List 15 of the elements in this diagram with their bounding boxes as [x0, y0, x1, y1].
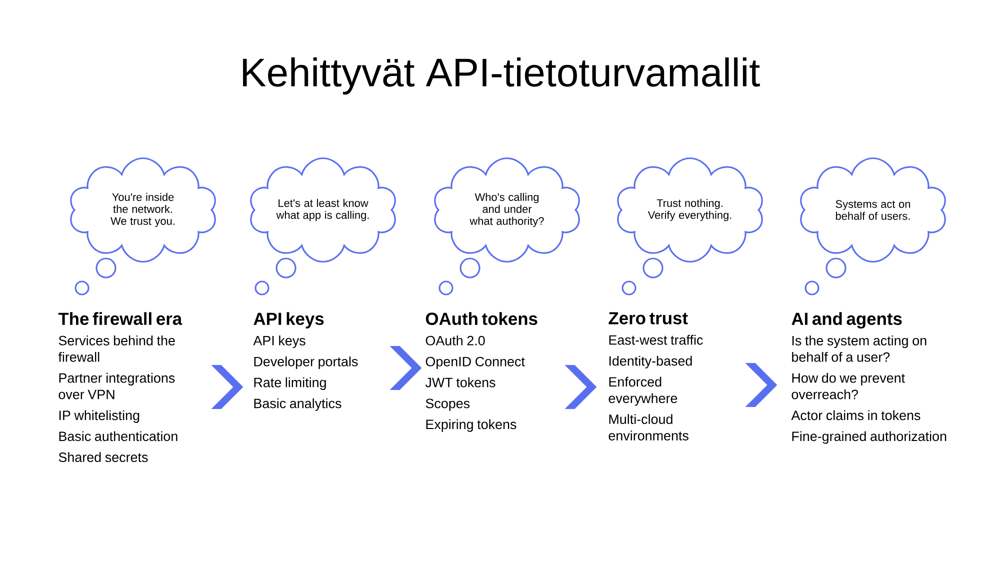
- stage-column: The firewall era Services behind the firewall Partner integrations over VPN IP whitelisting Basic authentication Shared secrets: [58, 312, 182, 462]
- stage-column: API keys API keys Developer portals Rate limiting Basic analytics: [253, 312, 358, 411]
- thought-cloud: Let's at least know what app is calling.: [250, 157, 396, 263]
- stage-column: OAuth tokens OAuth 2.0 OpenID Connect JWT tokens Scopes Expiring tokens: [425, 312, 538, 432]
- stage-column: Zero trust East-west traffic Identity-based Enforced everywhere Multi-cloud environments: [608, 312, 703, 440]
- stage-column: AI and agents Is the system acting on behalf of a user? How do we prevent overreach? Actor claims in tokens Fine-grained authorization: [791, 312, 946, 444]
- chevron-arrow: [211, 365, 244, 409]
- chevron-arrow: [564, 365, 597, 409]
- chevron-arrow: [390, 346, 422, 390]
- thought-cloud: Trust nothing. Verify everything.: [617, 157, 763, 263]
- thought-cloud: Systems act on behalf of users.: [800, 157, 946, 263]
- chevron-arrow: [745, 363, 778, 407]
- title: Kehittyvät API-tietoturvamallit: [243, 57, 760, 95]
- thought-cloud: You're inside the network. We trust you.: [70, 157, 216, 263]
- thought-cloud: Who's calling and under what authority?: [434, 157, 580, 263]
